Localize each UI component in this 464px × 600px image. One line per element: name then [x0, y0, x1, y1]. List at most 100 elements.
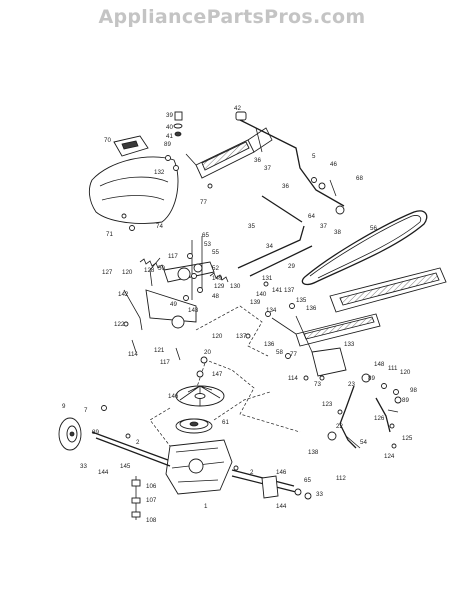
callout-148: 148	[374, 361, 385, 368]
upper-frame-rail	[185, 127, 273, 179]
cooling-fan-146	[175, 385, 225, 407]
callout-73: 73	[314, 381, 321, 388]
misc-fasteners	[101, 155, 399, 500]
callout-98: 98	[410, 387, 417, 394]
callout-65: 65	[304, 477, 311, 484]
callout-77: 77	[200, 199, 207, 206]
spring-128	[139, 258, 229, 283]
callout-117: 117	[160, 359, 170, 366]
callout-114: 114	[288, 375, 298, 382]
callout-64: 64	[308, 213, 315, 220]
callout-144: 144	[276, 503, 287, 510]
callout-42: 42	[234, 105, 241, 112]
callout-20: 20	[204, 349, 211, 356]
callout-41: 41	[166, 133, 173, 140]
callout-120: 120	[122, 269, 133, 276]
callout-121: 121	[154, 347, 165, 354]
callout-23: 23	[348, 381, 355, 388]
callout-89: 89	[368, 375, 375, 382]
callout-36: 36	[254, 157, 261, 164]
callout-137: 137	[236, 333, 247, 340]
callout-89: 89	[402, 397, 409, 404]
callout-143: 143	[188, 307, 199, 314]
callout-33: 33	[80, 463, 87, 470]
control-lever-assembly	[271, 315, 402, 449]
callout-147: 147	[212, 371, 223, 378]
callout-145: 145	[120, 463, 131, 470]
callout-111: 111	[388, 365, 398, 372]
callout-149: 149	[212, 275, 223, 282]
callout-108: 108	[146, 517, 157, 524]
callout-2: 2	[136, 439, 140, 446]
callout-33: 33	[316, 491, 323, 498]
callout-40: 40	[166, 124, 173, 131]
callout-29: 29	[288, 263, 295, 270]
callout-146: 146	[276, 469, 287, 476]
callout-138: 138	[308, 449, 319, 456]
callout-114: 114	[128, 351, 138, 358]
callout-77: 77	[290, 351, 297, 358]
callout-142: 142	[118, 291, 129, 298]
callout-126: 126	[374, 415, 385, 422]
callout-130: 130	[230, 283, 241, 290]
top-fasteners	[173, 111, 247, 137]
site-watermark: AppliancePartsPros.com	[98, 6, 366, 28]
callout-120: 120	[212, 333, 223, 340]
callout-37: 37	[320, 223, 327, 230]
callout-1: 1	[204, 503, 208, 510]
belt-routing-dashes	[149, 305, 301, 447]
callout-144: 144	[98, 469, 109, 476]
callout-49: 49	[170, 301, 177, 308]
callout-133: 133	[344, 341, 355, 348]
callout-123: 123	[322, 401, 333, 408]
callout-146: 146	[168, 393, 179, 400]
callout-132: 132	[154, 169, 165, 176]
callout-140: 140	[256, 291, 267, 298]
callout-117: 117	[168, 253, 178, 260]
callout-38: 38	[334, 229, 341, 236]
callout-39: 39	[166, 112, 173, 119]
callout-134: 134	[266, 307, 277, 314]
callout-127: 127	[102, 269, 113, 276]
callout-106: 106	[146, 483, 157, 490]
callout-135: 135	[296, 297, 307, 304]
fender-body	[88, 156, 179, 224]
callout-50: 50	[158, 265, 165, 272]
callout-55: 55	[212, 249, 219, 256]
callout-136: 136	[264, 341, 275, 348]
callout-136: 136	[306, 305, 317, 312]
upper-linkage	[237, 119, 345, 277]
callout-131: 131	[262, 275, 273, 282]
callout-54: 54	[360, 439, 367, 446]
callout-65: 65	[202, 232, 209, 239]
callout-74: 74	[156, 223, 163, 230]
callout-129: 129	[214, 283, 225, 290]
callout-34: 34	[266, 243, 273, 250]
callout-71: 71	[106, 231, 113, 238]
callout-48: 48	[212, 293, 219, 300]
callout-107: 107	[146, 497, 157, 504]
callout-139: 139	[250, 299, 261, 306]
axle-bolts	[131, 476, 141, 520]
callout-22: 22	[336, 423, 343, 430]
callout-labels: 39 40 41 42 70 89 132 36 37 5 46 68 77 3…	[62, 105, 417, 524]
drive-belt	[301, 210, 428, 286]
callout-122: 122	[114, 321, 125, 328]
callout-89: 89	[92, 429, 99, 436]
callout-37: 37	[264, 165, 271, 172]
callout-112: 112	[336, 475, 346, 482]
callout-128: 128	[144, 267, 155, 274]
callout-58: 58	[276, 349, 283, 356]
callout-141: 141	[272, 287, 283, 294]
callout-68: 68	[356, 175, 363, 182]
transaxle-housing	[91, 431, 297, 499]
callout-124: 124	[384, 453, 395, 460]
callout-137: 137	[284, 287, 295, 294]
callout-35: 35	[248, 223, 255, 230]
bracket-70	[113, 135, 149, 157]
callout-56: 56	[370, 225, 377, 232]
callout-125: 125	[402, 435, 413, 442]
callout-53: 53	[204, 241, 211, 248]
callout-9: 9	[62, 403, 66, 410]
callout-46: 46	[330, 161, 337, 168]
